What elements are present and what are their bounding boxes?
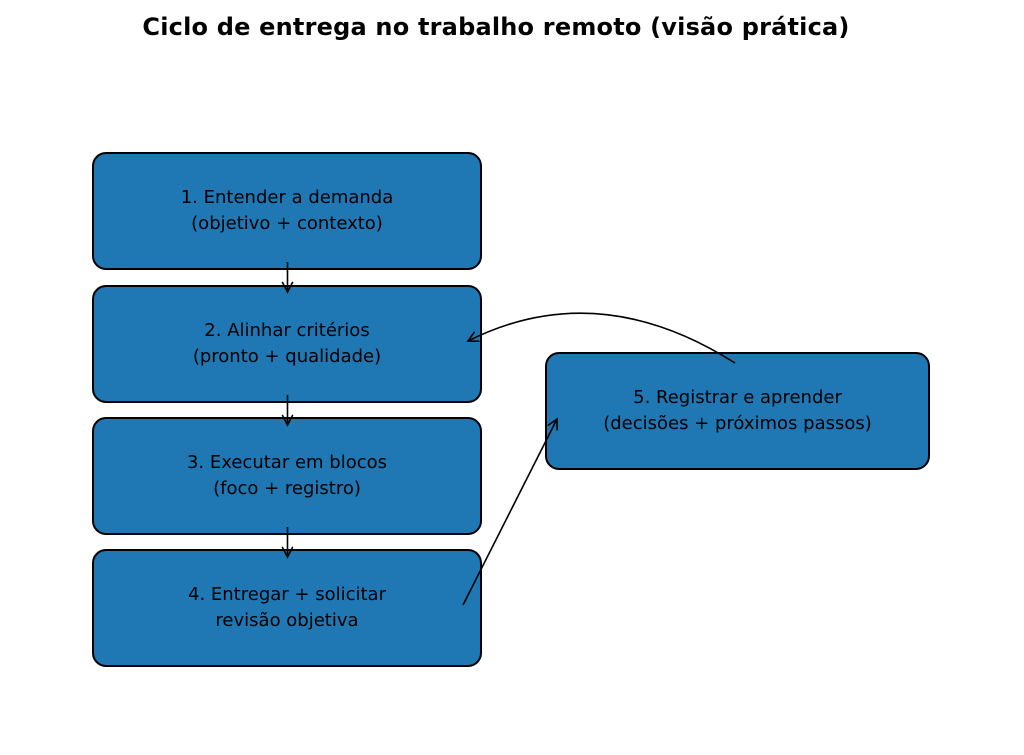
node-step-4-line-1: 4. Entregar + solicitar xyxy=(188,584,386,605)
node-step-3-line-2: (foco + registro) xyxy=(213,478,361,499)
node-step-5-line-1: 5. Registrar e aprender xyxy=(633,387,842,408)
node-step-2-line-1: 2. Alinhar critérios xyxy=(204,320,370,341)
node-step-1-line-2: (objetivo + contexto) xyxy=(191,213,383,234)
node-step-3-line-1: 3. Executar em blocos xyxy=(186,452,387,473)
node-step-5-line-2: (decisões + próximos passos) xyxy=(603,413,872,434)
node-step-1-line-1: 1. Entender a demanda xyxy=(180,187,394,208)
node-step-2: 2. Alinhar critérios (pronto + qualidade… xyxy=(92,285,482,403)
diagram-title: Ciclo de entrega no trabalho remoto (vis… xyxy=(142,13,850,41)
node-step-3: 3. Executar em blocos (foco + registro) xyxy=(92,417,482,535)
node-step-5: 5. Registrar e aprender (decisões + próx… xyxy=(545,352,930,470)
node-step-4-line-2: revisão objetiva xyxy=(215,610,359,631)
node-step-2-line-2: (pronto + qualidade) xyxy=(192,346,382,367)
node-step-1: 1. Entender a demanda (objetivo + contex… xyxy=(92,152,482,270)
node-step-4: 4. Entregar + solicitar revisão objetiva xyxy=(92,549,482,667)
